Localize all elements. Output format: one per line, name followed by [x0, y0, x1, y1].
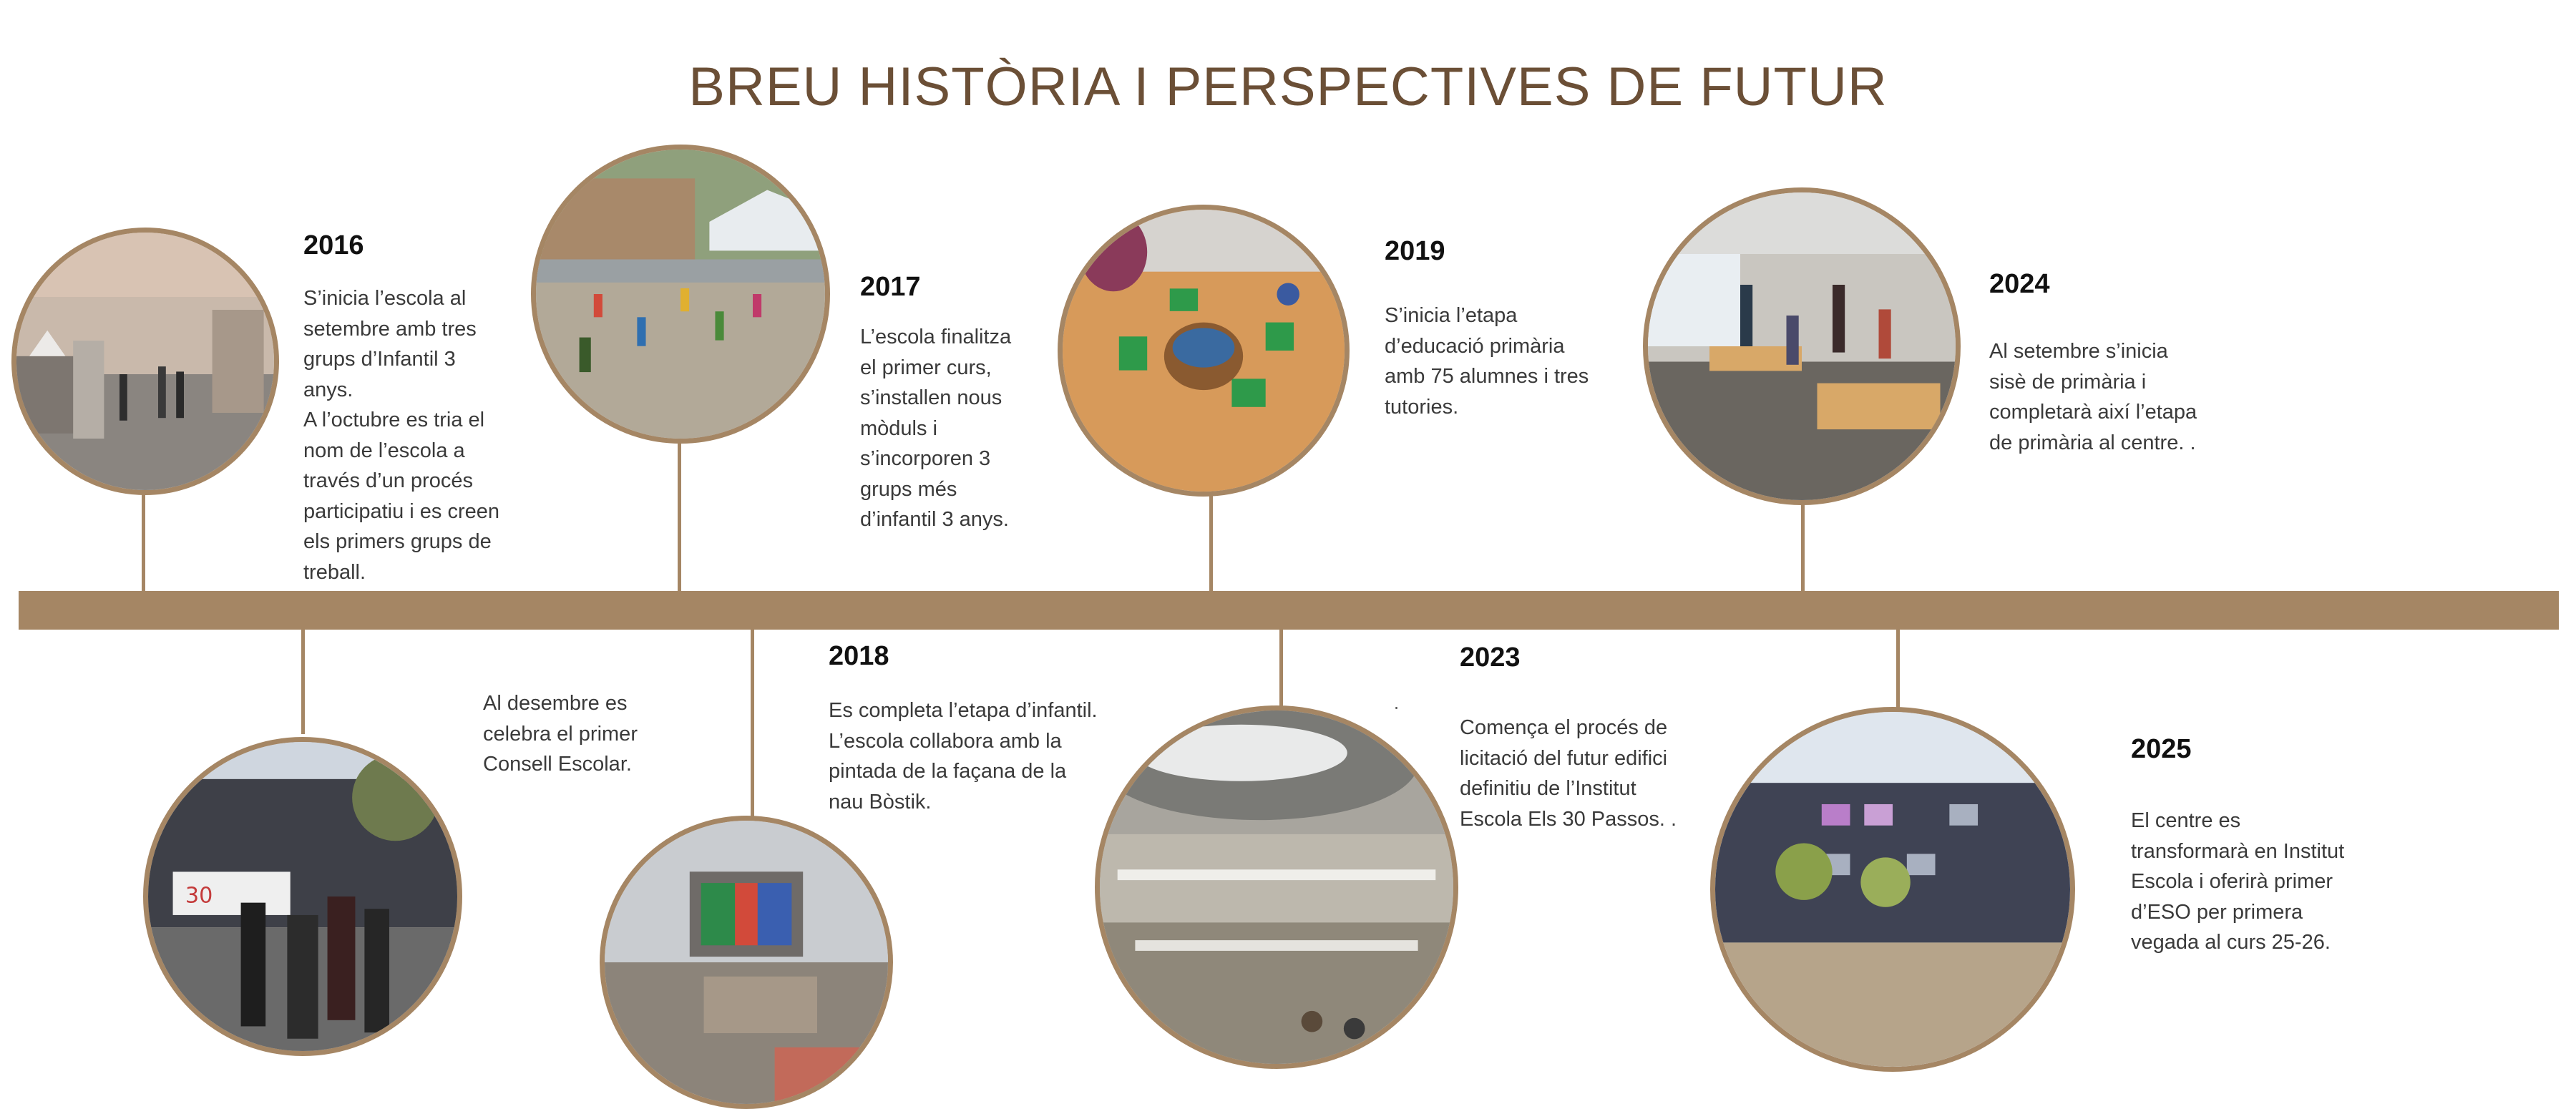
event-year: 2019 [1385, 236, 1445, 266]
future-building-render-photo [1095, 705, 1458, 1069]
event-description: Al setembre s’inicia sisè de primària i … [1989, 340, 2197, 454]
page-title: BREU HISTÒRIA I PERSPECTIVES DE FUTUR [688, 57, 1888, 117]
timeline-connector [142, 488, 145, 592]
event-description: Es completa l’etapa d’infantil. L’escola… [829, 699, 1098, 814]
event-year: 2025 [2131, 734, 2192, 764]
timeline-connector [751, 628, 754, 821]
timeline-connector [1896, 628, 1900, 708]
event-description: Comença el procés de licitació del futur… [1460, 716, 1677, 831]
stray-dot [1395, 707, 1397, 709]
timeline-connector [1209, 491, 1213, 592]
timeline-connector [301, 628, 305, 734]
bostik-mural-photo [600, 816, 893, 1109]
30-passos-banner-photo: 30 [143, 737, 462, 1056]
playground-children-photo [531, 145, 830, 444]
school-start-yard-photo [11, 228, 279, 495]
classroom-interior-photo [1643, 187, 1961, 505]
timeline-connector [1801, 498, 1805, 592]
timeline-bar [19, 591, 2559, 630]
event-year: 2016 [303, 230, 364, 260]
event-description: El centre es transformarà en Institut Es… [2131, 809, 2345, 954]
event-year: 2017 [860, 272, 921, 302]
timeline-connector [678, 436, 681, 592]
classroom-table-photo [1058, 205, 1350, 497]
event-description: S’inicia l’etapa d’educació primària amb… [1385, 304, 1589, 419]
event-description: Al desembre es celebra el primer Consell… [483, 692, 638, 776]
modular-building-photo [1710, 707, 2075, 1072]
svg-text:30: 30 [185, 884, 213, 909]
event-description: L’escola finalitza el primer curs, s’ins… [860, 326, 1012, 531]
event-year: 2024 [1989, 269, 2050, 299]
event-description: S’inicia l’escola al setembre amb tres g… [303, 287, 500, 584]
timeline-connector [1279, 628, 1283, 708]
event-year: 2023 [1460, 643, 1521, 673]
event-year: 2018 [829, 641, 889, 671]
